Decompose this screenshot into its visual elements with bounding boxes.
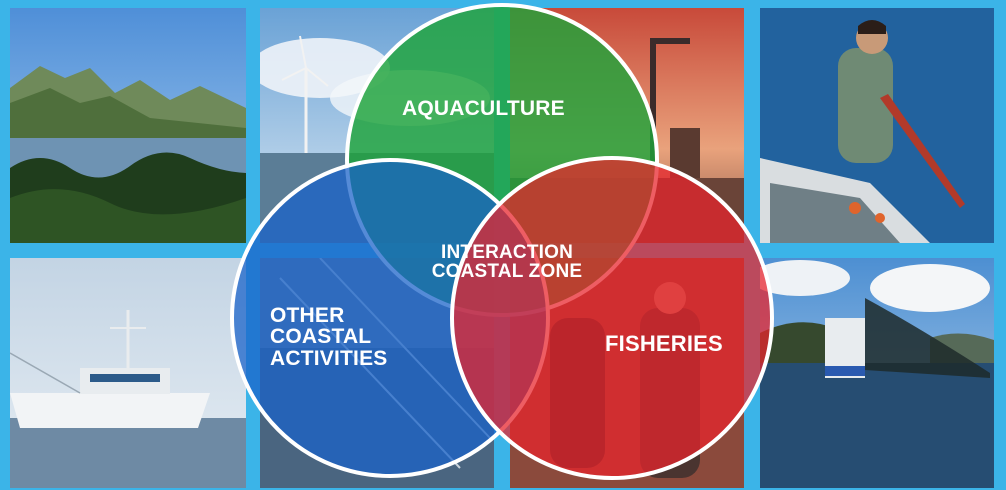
interaction-label-line1: INTERACTION	[440, 242, 574, 263]
interaction-coastal-zone-label: INTERACTION COASTAL ZONE	[412, 243, 602, 282]
interaction-label-line2: COASTAL ZONE	[431, 261, 583, 283]
fishing-trawler-photo	[10, 258, 246, 488]
purse-seine-vessel-photo	[760, 258, 994, 488]
fisheries-circle	[450, 156, 774, 480]
fjord-mountains-photo	[10, 8, 246, 243]
other-label-line3: ACTIVITIES	[270, 346, 388, 370]
fisheries-label: FISHERIES	[605, 331, 723, 356]
other-label-line1: OTHER	[270, 304, 345, 327]
aquaculture-label: AQUACULTURE	[402, 97, 565, 120]
other-coastal-activities-label: OTHER COASTAL ACTIVITIES	[270, 304, 388, 370]
other-label-line2: COASTAL	[270, 325, 372, 349]
fisherman-in-boat-photo	[760, 8, 994, 243]
